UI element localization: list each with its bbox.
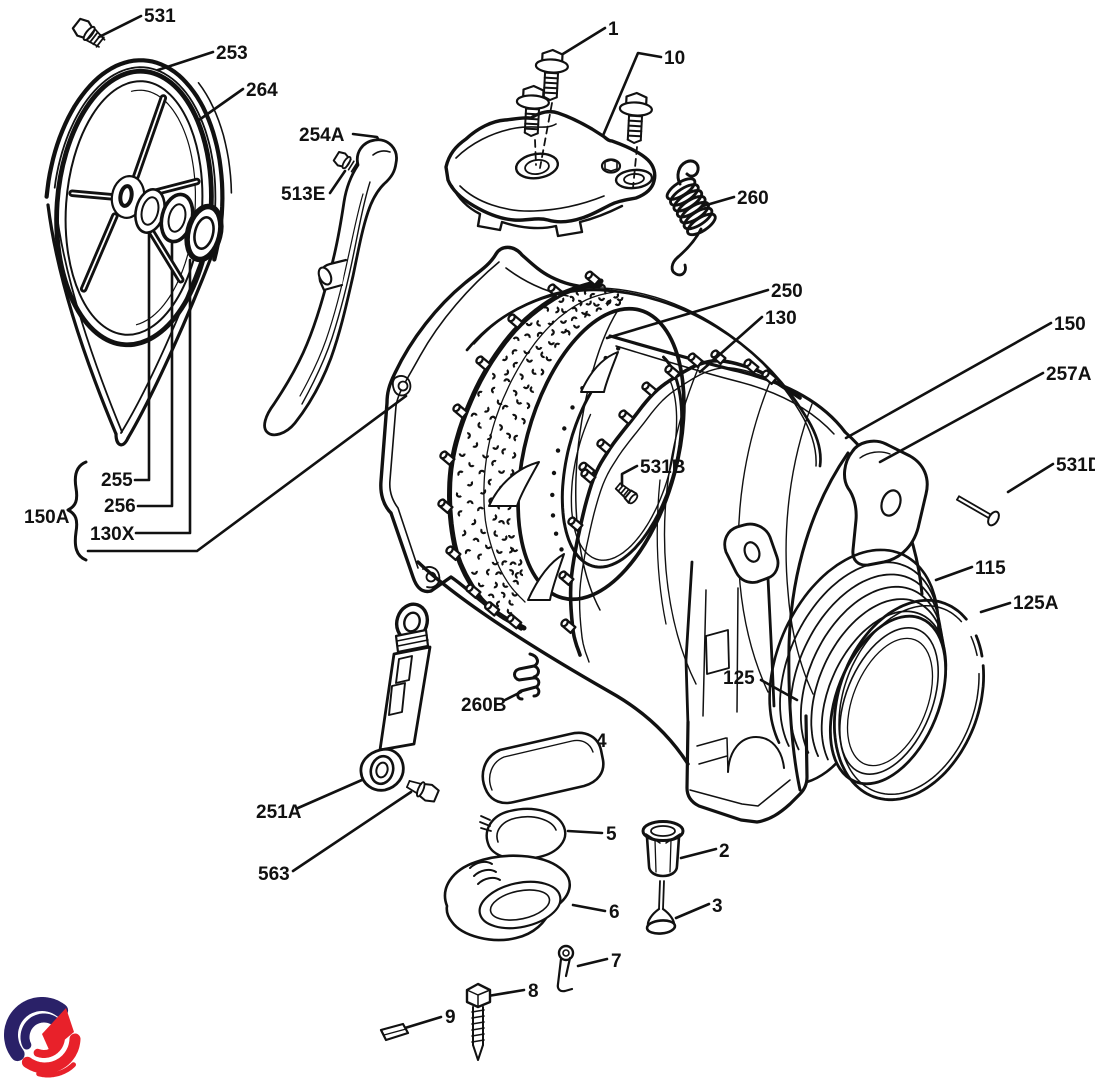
svg-text:254A: 254A (299, 125, 345, 146)
svg-text:6: 6 (609, 902, 620, 923)
svg-text:125: 125 (723, 668, 755, 689)
svg-text:2: 2 (719, 841, 730, 862)
svg-text:256: 256 (104, 496, 136, 517)
svg-text:9: 9 (445, 1007, 456, 1028)
svg-text:3: 3 (712, 896, 723, 917)
svg-text:260: 260 (737, 188, 769, 209)
svg-text:257A: 257A (1046, 364, 1092, 385)
svg-text:531B: 531B (640, 457, 685, 478)
svg-text:130X: 130X (90, 524, 135, 545)
svg-text:4: 4 (596, 731, 607, 752)
svg-text:10: 10 (664, 48, 685, 69)
svg-text:8: 8 (528, 981, 539, 1002)
svg-text:150: 150 (1054, 314, 1086, 335)
svg-text:255: 255 (101, 470, 133, 491)
svg-text:5: 5 (606, 824, 617, 845)
svg-text:513E: 513E (281, 184, 325, 205)
svg-text:563: 563 (258, 864, 290, 885)
svg-text:1: 1 (608, 19, 619, 40)
svg-text:264: 264 (246, 80, 278, 101)
svg-text:125A: 125A (1013, 593, 1059, 614)
svg-text:531: 531 (144, 6, 176, 27)
svg-text:130: 130 (765, 308, 797, 329)
svg-text:251A: 251A (256, 802, 302, 823)
svg-text:250: 250 (771, 281, 803, 302)
svg-text:260B: 260B (461, 695, 506, 716)
svg-text:150A: 150A (24, 507, 70, 528)
svg-text:253: 253 (216, 43, 248, 64)
svg-text:531D: 531D (1056, 455, 1095, 476)
svg-text:115: 115 (975, 558, 1006, 579)
svg-text:7: 7 (611, 951, 622, 972)
